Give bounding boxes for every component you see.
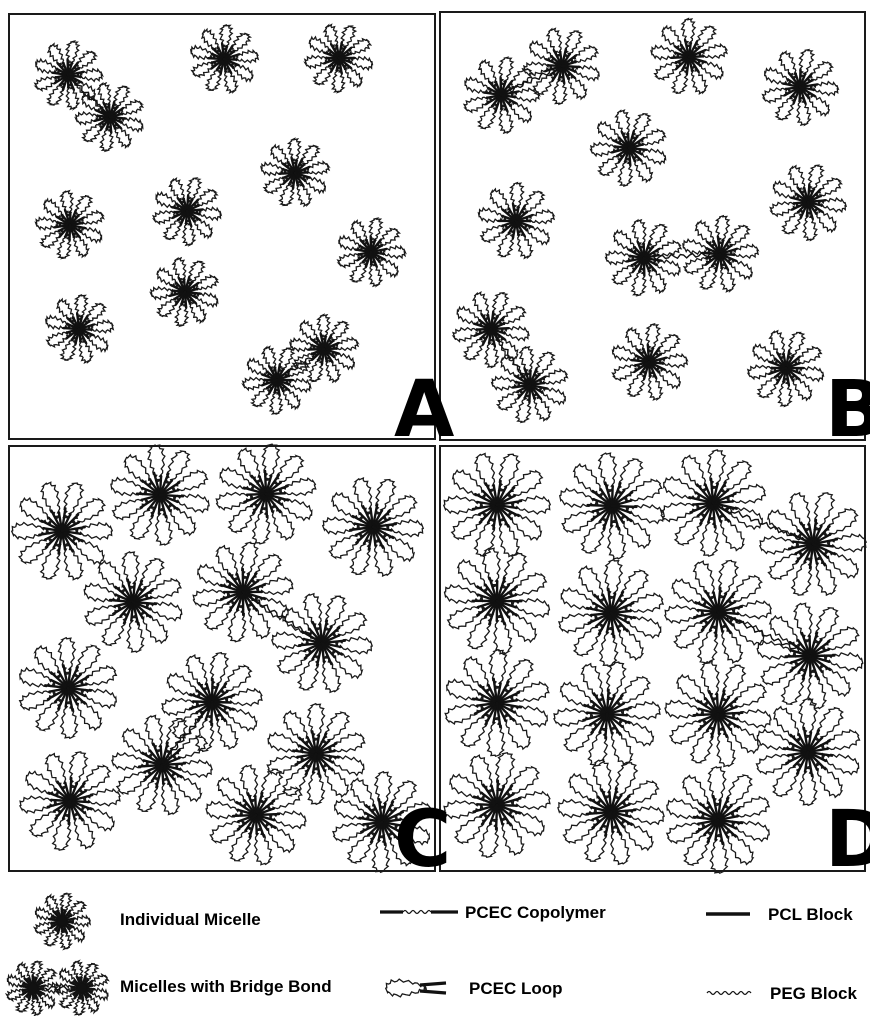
legend-pcl-block: PCL Block xyxy=(768,905,853,924)
legend-peg-block: PEG Block xyxy=(770,984,857,1003)
panel-label-d: D xyxy=(825,795,870,885)
peg-block-icon xyxy=(707,992,751,995)
panel-label-a: A xyxy=(394,365,454,455)
individual-micelle-icon xyxy=(35,893,91,949)
pcec-loop-icon xyxy=(386,979,446,997)
legend-individual-micelle: Individual Micelle xyxy=(120,910,261,929)
panel-label-c: C xyxy=(394,795,451,885)
bridged-micelles-icon xyxy=(7,961,109,1015)
pcec-copolymer-icon xyxy=(380,911,458,914)
legend-bridged-micelles: Micelles with Bridge Bond xyxy=(120,977,332,996)
micelle xyxy=(55,961,109,1015)
legend-pcec-loop: PCEC Loop xyxy=(469,979,563,998)
micelle xyxy=(7,961,61,1015)
legend-pcec-copolymer: PCEC Copolymer xyxy=(465,903,606,922)
panel-label-b: B xyxy=(825,365,870,455)
